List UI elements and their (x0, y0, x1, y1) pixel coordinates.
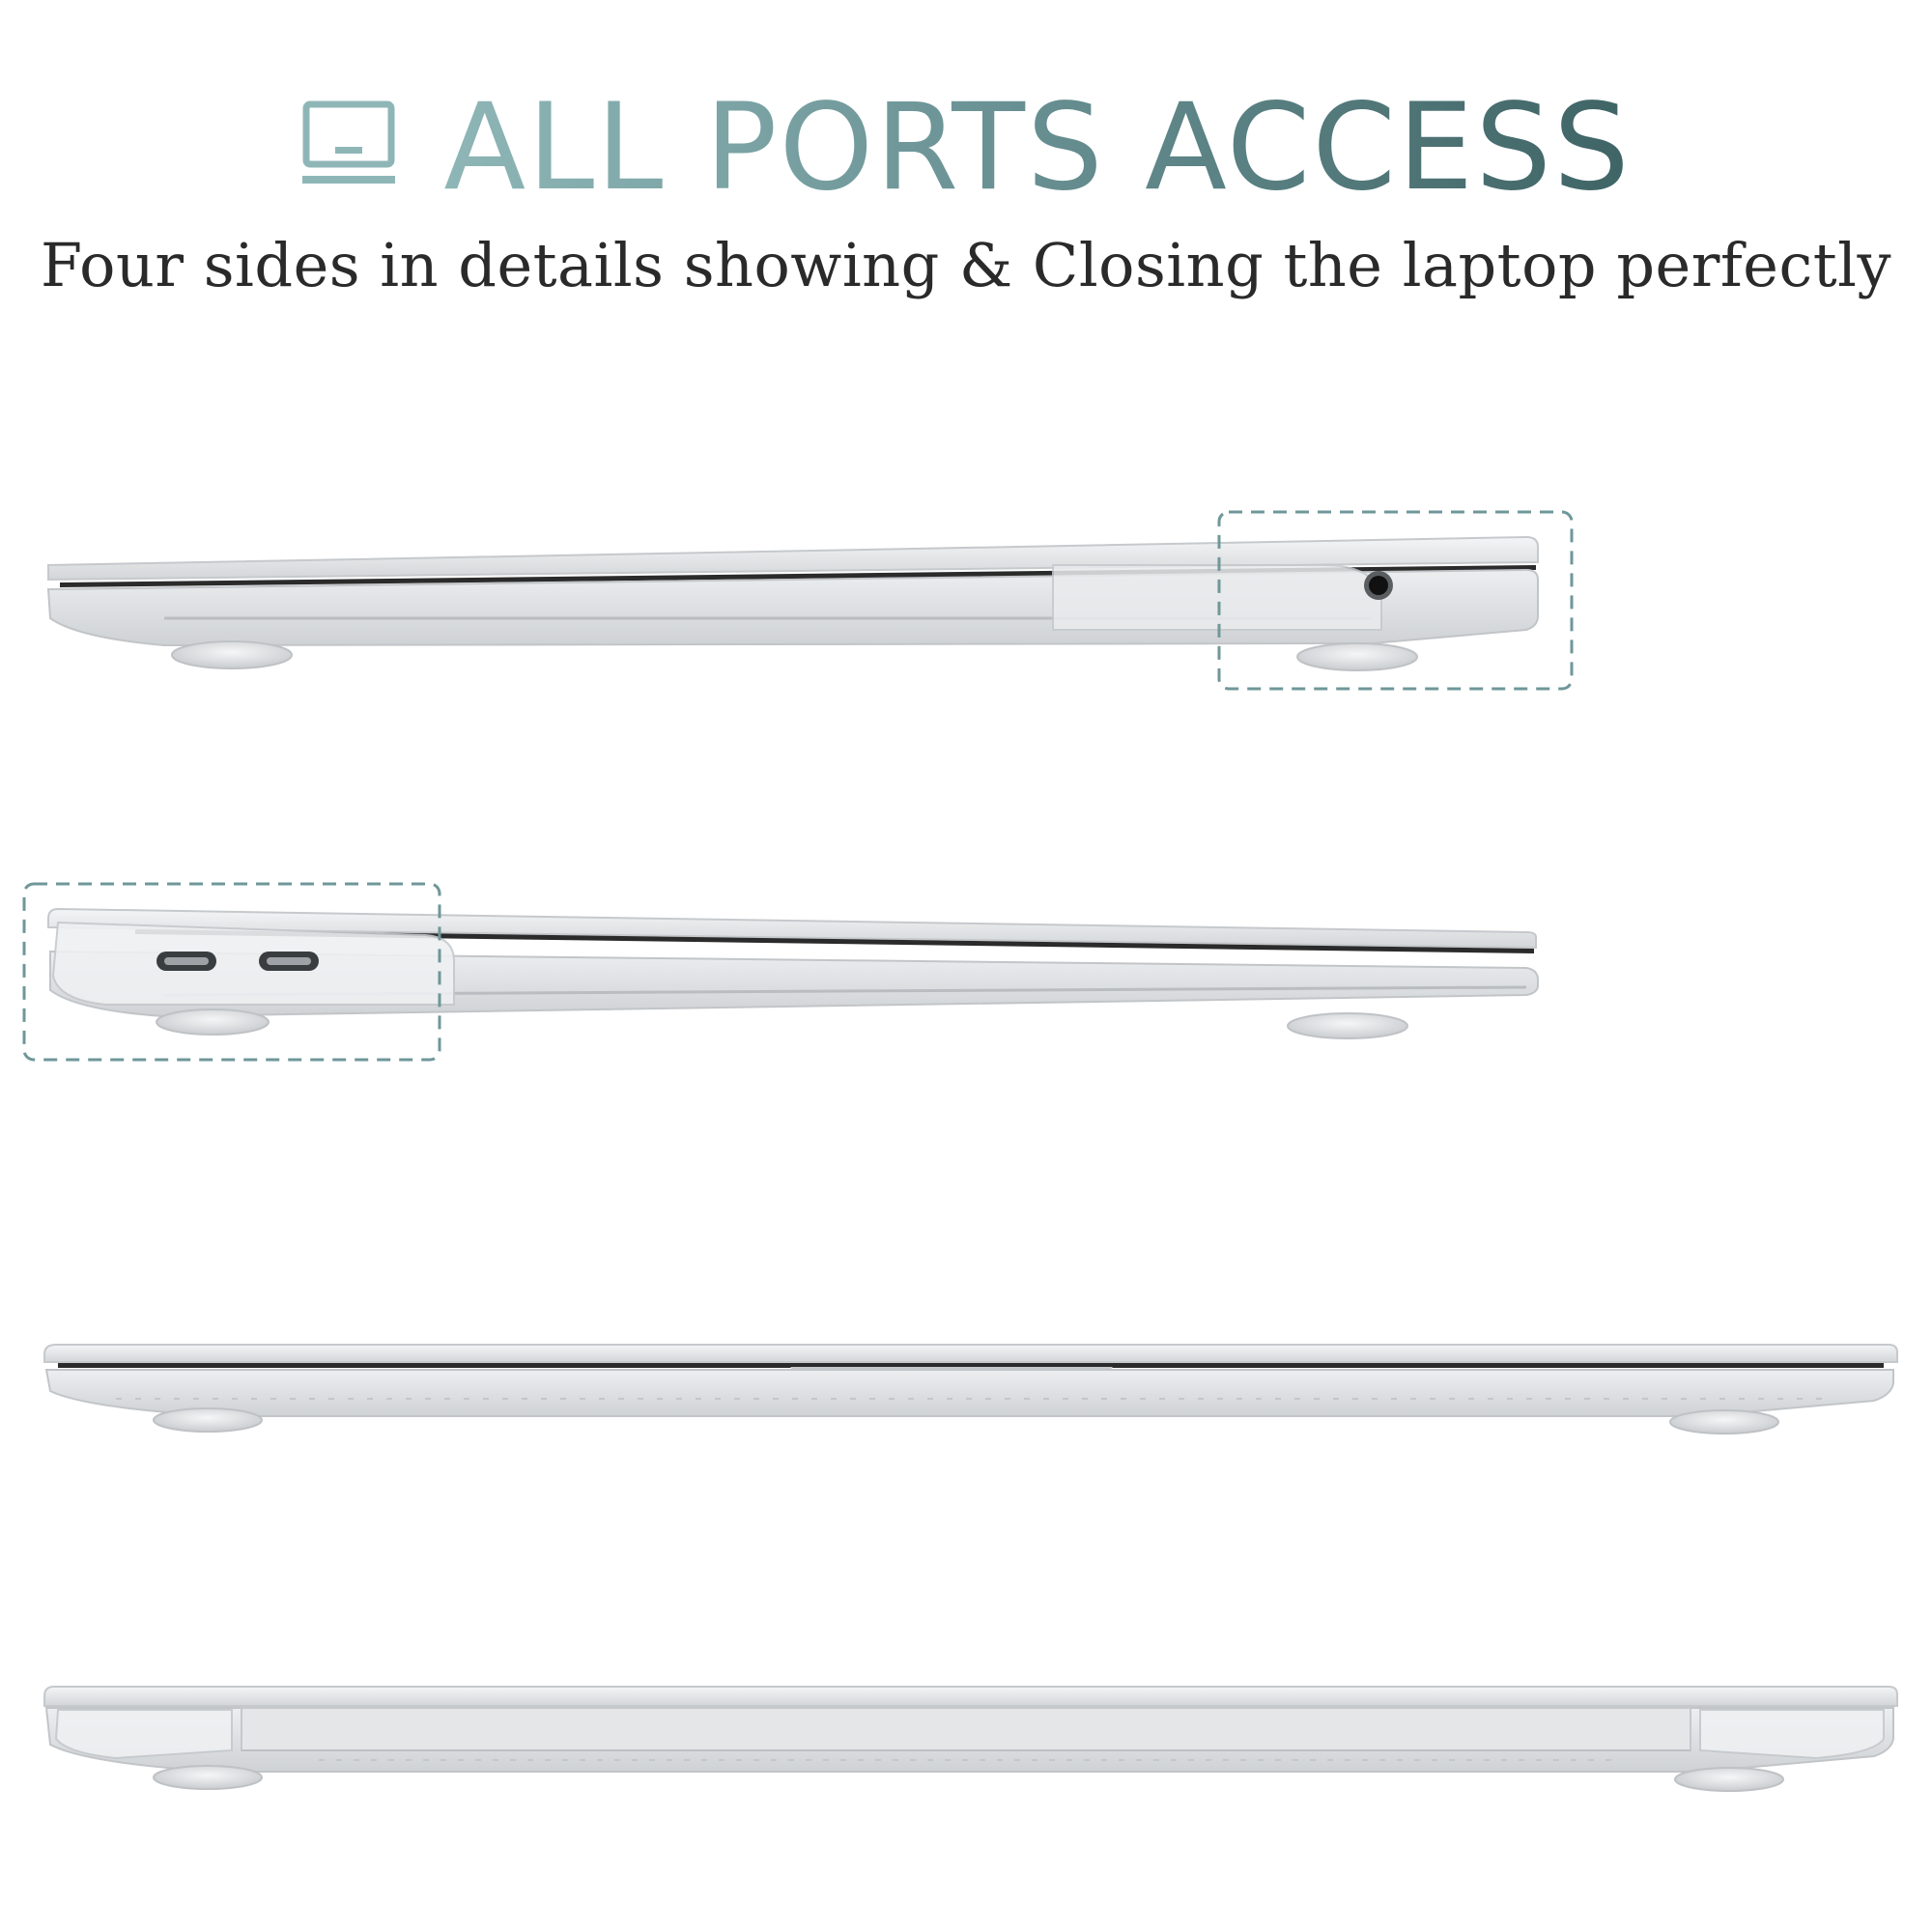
page-subtitle: Four sides in details showing & Closing … (41, 230, 1891, 300)
lid-seam (135, 929, 1534, 953)
title-row: ALL PORTS ACCESS (0, 77, 1932, 213)
rubber-foot (156, 1009, 270, 1036)
rubber-foot (153, 1765, 263, 1790)
rubber-foot (1669, 1409, 1779, 1435)
left-side-view (22, 882, 1539, 1062)
port-highlight-box (22, 882, 441, 1062)
rubber-foot (153, 1407, 263, 1433)
rubber-foot (1674, 1767, 1784, 1792)
laptop-icon (302, 100, 396, 184)
port-highlight-box (1217, 510, 1574, 691)
rubber-foot (1296, 642, 1418, 671)
page-title: ALL PORTS ACCESS (443, 78, 1632, 217)
rubber-foot (1287, 1012, 1408, 1039)
header: ALL PORTS ACCESS Four sides in details s… (0, 0, 1932, 328)
right-side-view (46, 510, 1574, 691)
front-side-view (43, 1344, 1898, 1435)
lid-seam (58, 1363, 1884, 1368)
back-side-view (43, 1686, 1898, 1792)
rubber-foot (171, 640, 293, 669)
hinge-band (241, 1707, 1691, 1751)
